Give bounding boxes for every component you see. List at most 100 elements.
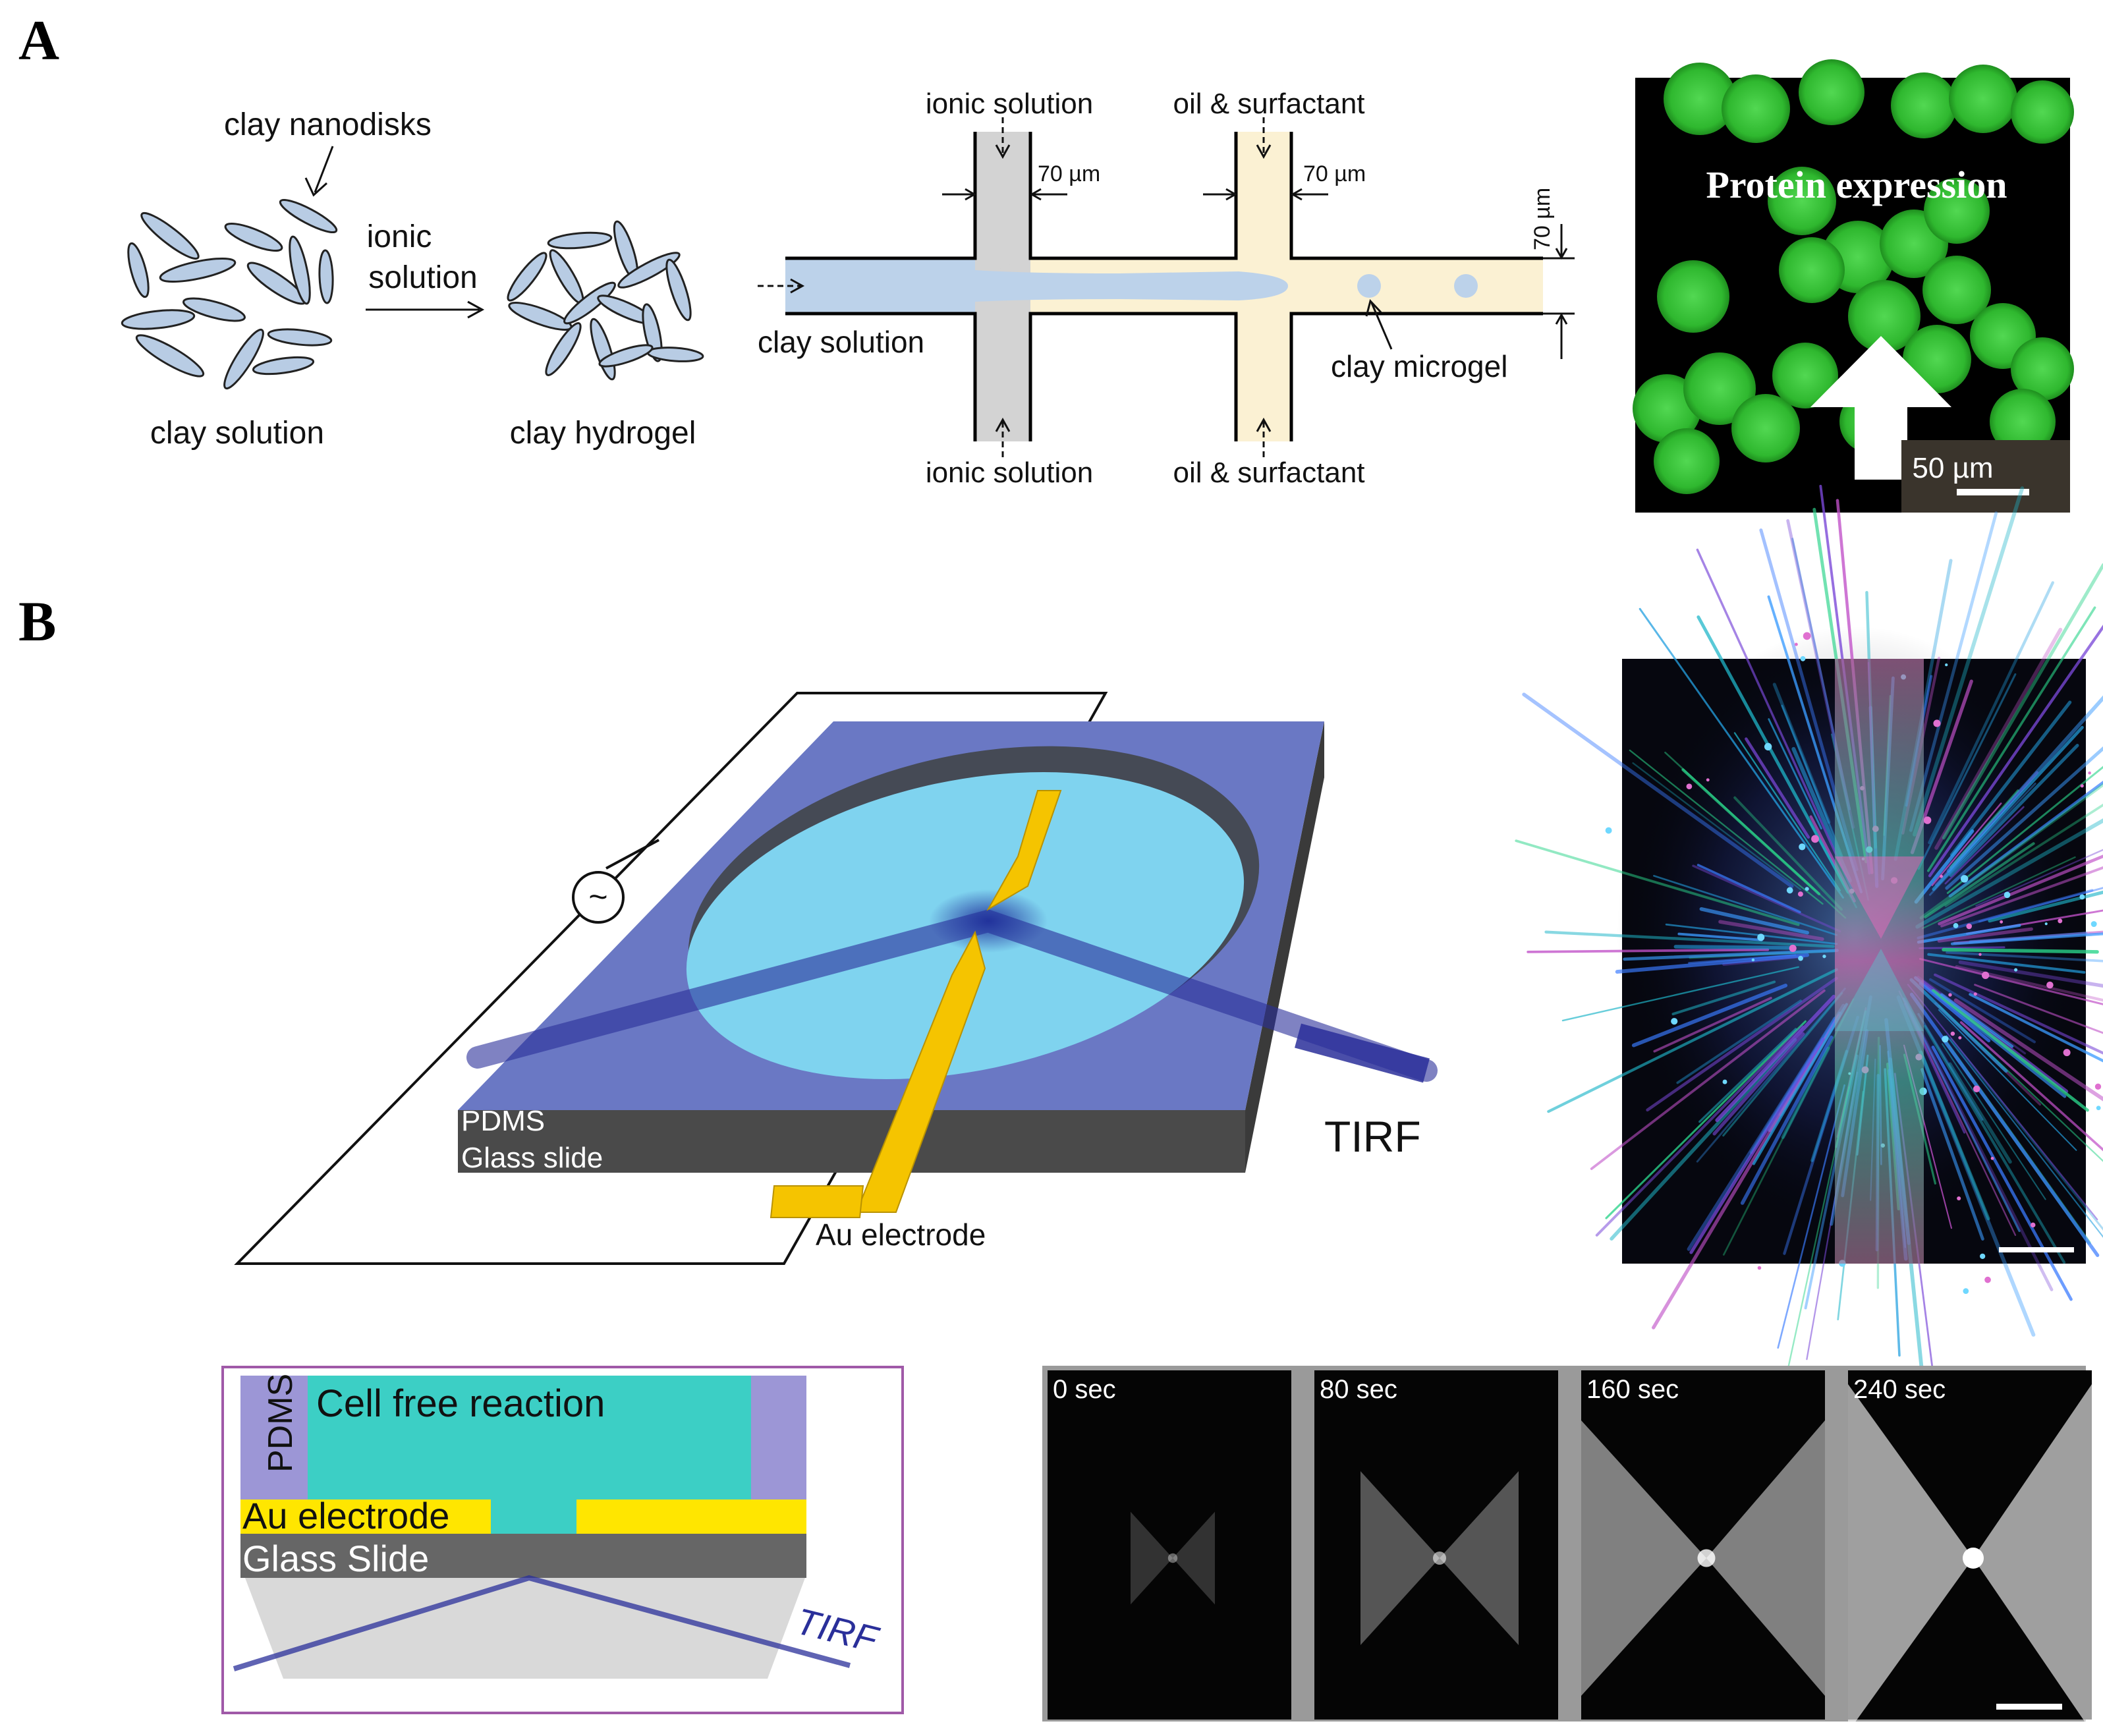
fluorescent-particle [1751, 958, 1755, 962]
fluorescence-streak [1673, 945, 1791, 950]
fluorescent-particle [2088, 771, 2091, 775]
scale-bar [1999, 1247, 2074, 1252]
fluorescence-cone [1173, 1511, 1215, 1605]
scale-box [1901, 440, 2070, 513]
fluorescence-streak [1941, 1043, 2046, 1200]
time-frame: 160 sec [1581, 1370, 1825, 1720]
fluorescent-particle [1799, 843, 1806, 851]
oil-surfactant-top: oil & surfactant [1173, 88, 1364, 120]
fluorescence-streak [1698, 1028, 1797, 1123]
fluorescence-streak [1928, 581, 2054, 845]
fluorescent-particle [1978, 953, 1982, 956]
fluorescence-streak [1781, 1046, 1830, 1139]
fluorescence-streak [1945, 746, 2103, 890]
fluorescence-cone [1581, 1420, 1706, 1696]
fluorescence-streak [1623, 949, 1839, 961]
channel-width-outlet: 70 µm [1530, 188, 1555, 250]
ionic-solution-top: ionic solution [926, 88, 1093, 120]
fluorescence-streak [1940, 866, 2103, 928]
focal-point [1433, 1552, 1446, 1565]
microgel-droplet [1454, 274, 1478, 298]
up-arrow [1810, 336, 1951, 480]
fluorescence-streak [1942, 563, 2103, 840]
slab-front-face [458, 1110, 1245, 1173]
fluorescent-particle [2046, 981, 2054, 989]
fluorescence-cone [1440, 1471, 1519, 1645]
fluorescence-cone [1973, 1384, 2092, 1732]
fluorescent-particle [1953, 923, 1959, 928]
nanodisk-pointer [314, 146, 334, 193]
cross-section-diagram: PDMS Cell free reaction Au electrode Gla… [221, 1366, 904, 1714]
au-electrode-label: Au electrode [816, 1218, 986, 1252]
microgel-droplet [1357, 274, 1381, 298]
fluorescent-particle [1933, 719, 1941, 727]
fluorescence-streak [1938, 1009, 2077, 1151]
fluorescent-particle [1797, 891, 1803, 897]
fluorescence-streak [1699, 907, 1809, 935]
fluorescent-particle [1798, 955, 1803, 961]
fluorescence-streak [1919, 1050, 1990, 1221]
fluorescent-particle [1757, 934, 1765, 941]
panel-a-label: A [18, 9, 59, 72]
oil-surfactant-bottom: oil & surfactant [1173, 457, 1364, 489]
fluorescent-particle [2058, 918, 2063, 924]
fluorescence-streak [1909, 978, 2008, 1073]
fluorescent-particle [1950, 1031, 1955, 1036]
focal-point [1963, 1548, 1984, 1569]
protein-expression-micrograph: Protein expression 50 µm [1633, 59, 2074, 513]
fluorescence-streak [1922, 856, 2076, 930]
fluorescent-particle [1984, 1276, 1991, 1283]
fluorescence-streak [1696, 864, 1801, 914]
fluorescence-streak [1696, 615, 1850, 894]
fluorescence-streak [1928, 782, 2036, 896]
fluorescent-particle [1764, 742, 1772, 751]
fluorescence-streak [1919, 957, 2103, 1005]
fluorescence-streak [1692, 864, 1841, 933]
fluorescent-particle [2014, 968, 2018, 972]
fluorescence-streak [1946, 766, 2103, 894]
fluorescence-streak [1639, 607, 1844, 899]
frame-time-label: 0 sec [1053, 1375, 1116, 1404]
au-layer-left [240, 1499, 491, 1534]
fluorescence-streak [1940, 993, 2014, 1048]
fluorescence-streak [1919, 783, 2103, 920]
microfluidic-chip: ionic solution oil & surfactant ionic so… [758, 88, 1575, 489]
fluorescence-streak [1676, 999, 1802, 1084]
fluorescent-particle [1973, 1085, 1980, 1092]
panel-b-label: B [18, 590, 56, 653]
electrode-pad [770, 1185, 864, 1218]
fluorescence-streak [1942, 947, 2099, 954]
clay-solution-caption: clay solution [150, 416, 324, 451]
scale-bar [1957, 489, 2029, 495]
fluorescence-streak [1723, 998, 1855, 1256]
fluorescence-streak [1665, 923, 1838, 945]
pdms-wall-left [240, 1376, 308, 1499]
fluorescence-streak [1923, 1024, 2066, 1264]
tirf-label: TIRF [1324, 1112, 1421, 1161]
fluorescent-particle [1973, 992, 1977, 996]
fluorescence-streak [1632, 762, 1801, 891]
fluorescence-streak [1931, 989, 2089, 1112]
field-rays [1515, 484, 2103, 1420]
electrode-top [986, 790, 1062, 911]
fluorescence-streak [1928, 625, 2103, 878]
clay-schematic: clay nanodisks ionic solution [121, 107, 704, 451]
fluorescence-streak [1547, 968, 1838, 1113]
fluorescence-streak [1671, 980, 1776, 1016]
fluorescent-particle [1686, 783, 1693, 790]
cs-pdms-label: PDMS [262, 1374, 300, 1472]
fluorescent-particle [1942, 1036, 1949, 1043]
fluorescence-streak [1926, 606, 2096, 872]
au-layer-right [576, 1499, 806, 1534]
fluorescence-streak [1712, 1032, 1805, 1136]
fluorescence-streak [1631, 984, 1788, 1048]
glass-slide-label: Glass slide [461, 1142, 603, 1174]
fluorescence-streak [1969, 993, 2103, 1063]
fluorescence-streak [1677, 932, 1763, 941]
circuit-wire [234, 692, 1108, 1265]
fluorescence-streak [1934, 973, 2103, 1055]
fluorescence-streak [1646, 976, 1838, 1112]
fluorescent-particle [1960, 875, 1969, 883]
clay-solution-inlet-label: clay solution [758, 325, 924, 359]
fluorescent-particle [1789, 944, 1797, 952]
